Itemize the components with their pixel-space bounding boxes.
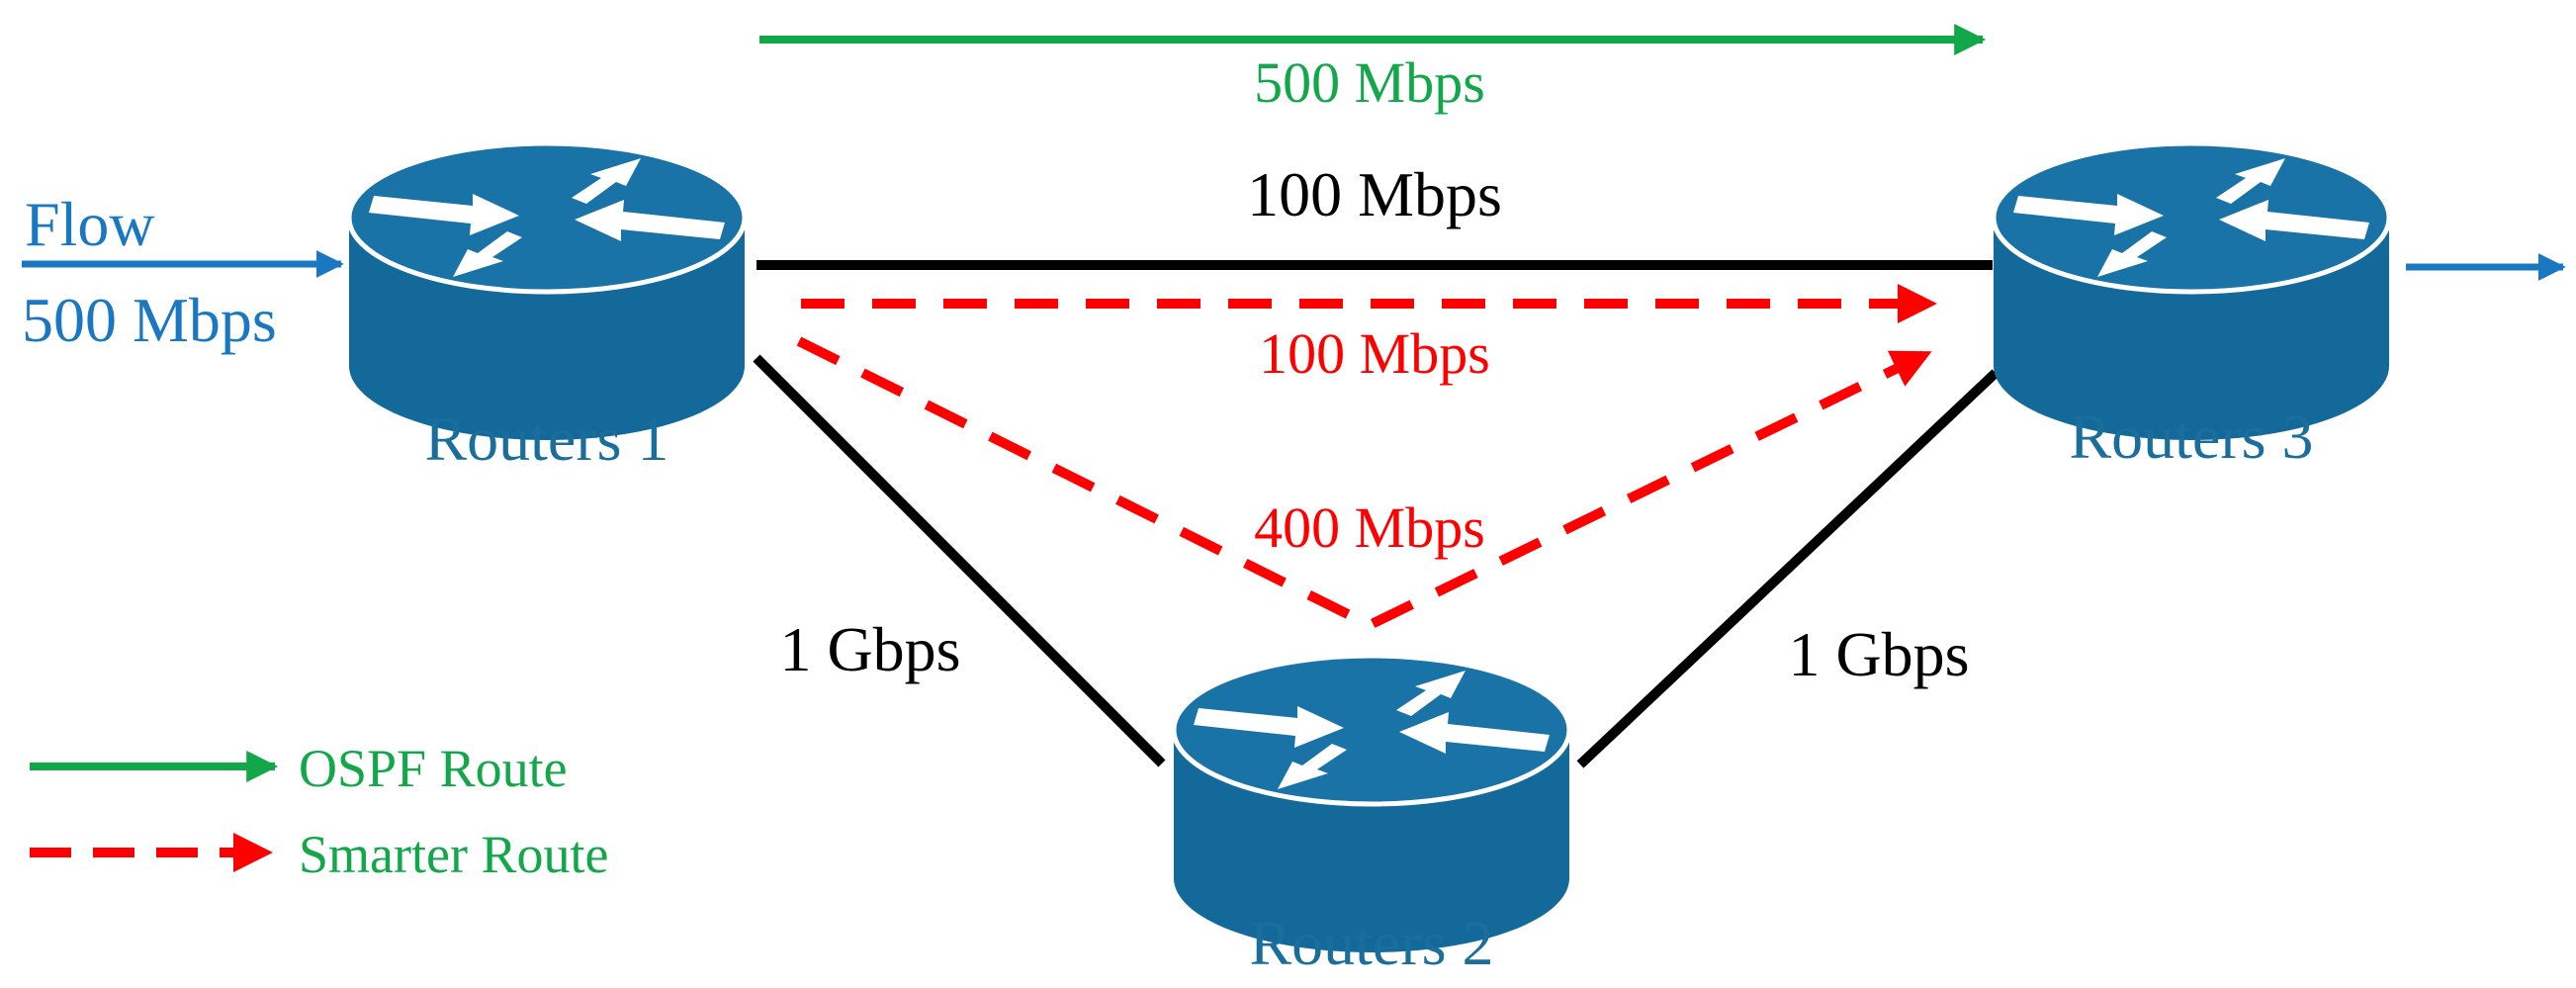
link-r1-r3-label: 100 Mbps	[1247, 159, 1502, 229]
legend-ospf-label: OSPF Route	[299, 739, 568, 798]
link-r2-r3	[1576, 369, 1999, 768]
link-r1-r2-label: 1 Gbps	[779, 614, 960, 684]
link-r2-r3-label: 1 Gbps	[1788, 619, 1969, 689]
smart-via-r2-label: 400 Mbps	[1254, 495, 1485, 560]
flow-rate: 500 Mbps	[22, 285, 277, 355]
router-1[interactable]	[349, 143, 745, 440]
legend-smart-label: Smarter Route	[299, 825, 608, 884]
router-icon	[1994, 143, 2389, 440]
link-r1-r2	[753, 354, 1166, 767]
router-1-label: Routers 1	[424, 404, 668, 474]
flow-title: Flow	[25, 189, 155, 259]
router-3-label: Routers 3	[2069, 402, 2313, 472]
ospf-route-label: 500 Mbps	[1254, 50, 1485, 115]
router-icon	[349, 143, 745, 440]
legend: OSPF Route Smarter Route	[30, 739, 608, 884]
router-2-label: Routers 2	[1249, 908, 1493, 978]
smart-direct-label: 100 Mbps	[1259, 321, 1490, 386]
router-3[interactable]	[1994, 143, 2389, 440]
